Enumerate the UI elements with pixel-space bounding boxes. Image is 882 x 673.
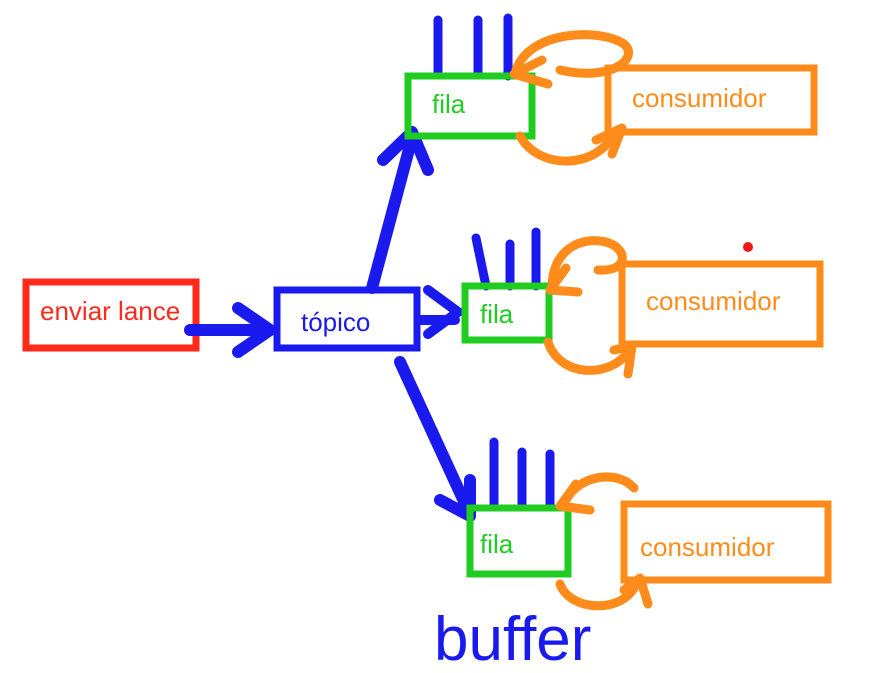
queue-node-2: fila [461,227,553,344]
red-dot-marker [743,242,753,252]
topic-label: tópico [301,307,370,337]
queue-node-1: fila [404,13,536,140]
consumer-node-1: consumidor [509,30,818,166]
queue-1-label: fila [432,89,466,119]
consumer-1-fetch-arrow [511,30,633,78]
consumer-1-label: consumidor [632,83,767,113]
consumer-node-2: consumidor [543,236,824,379]
consumer-1-ack-arrow [515,127,619,166]
arrow-topic-to-queue-3 [394,356,476,522]
sender-node: enviar lance [22,278,200,352]
consumer-2-box [618,260,824,348]
arrow-topic-to-queue-1 [366,126,434,294]
sender-box [22,278,200,352]
consumer-3-label: consumidor [640,532,775,562]
consumer-3-ack-arrow [555,579,641,611]
arrow-sender-to-topic [184,302,276,358]
consumer-2-fetch-arrow [547,236,627,293]
queue-1-box [404,72,536,140]
queue-node-3: fila [466,437,572,578]
queue-3-messages [489,437,555,509]
queue-3-label: fila [480,529,514,559]
consumer-1-box [604,64,818,136]
queue-2-box [461,282,553,344]
buffer-label: buffer [434,605,591,668]
queue-1-messages [433,13,513,81]
topic-node: tópico [273,286,421,352]
consumer-node-3: consumidor [555,472,832,611]
consumer-2-label: consumidor [646,286,781,316]
consumer-2-ack-arrow [543,337,633,375]
queue-2-label: fila [480,299,514,329]
sender-label: enviar lance [40,296,180,326]
arrow-topic-to-queue-2 [415,285,463,339]
consumer-3-box [620,500,832,584]
queue-2-messages [471,227,541,291]
queue-3-box [466,504,572,578]
